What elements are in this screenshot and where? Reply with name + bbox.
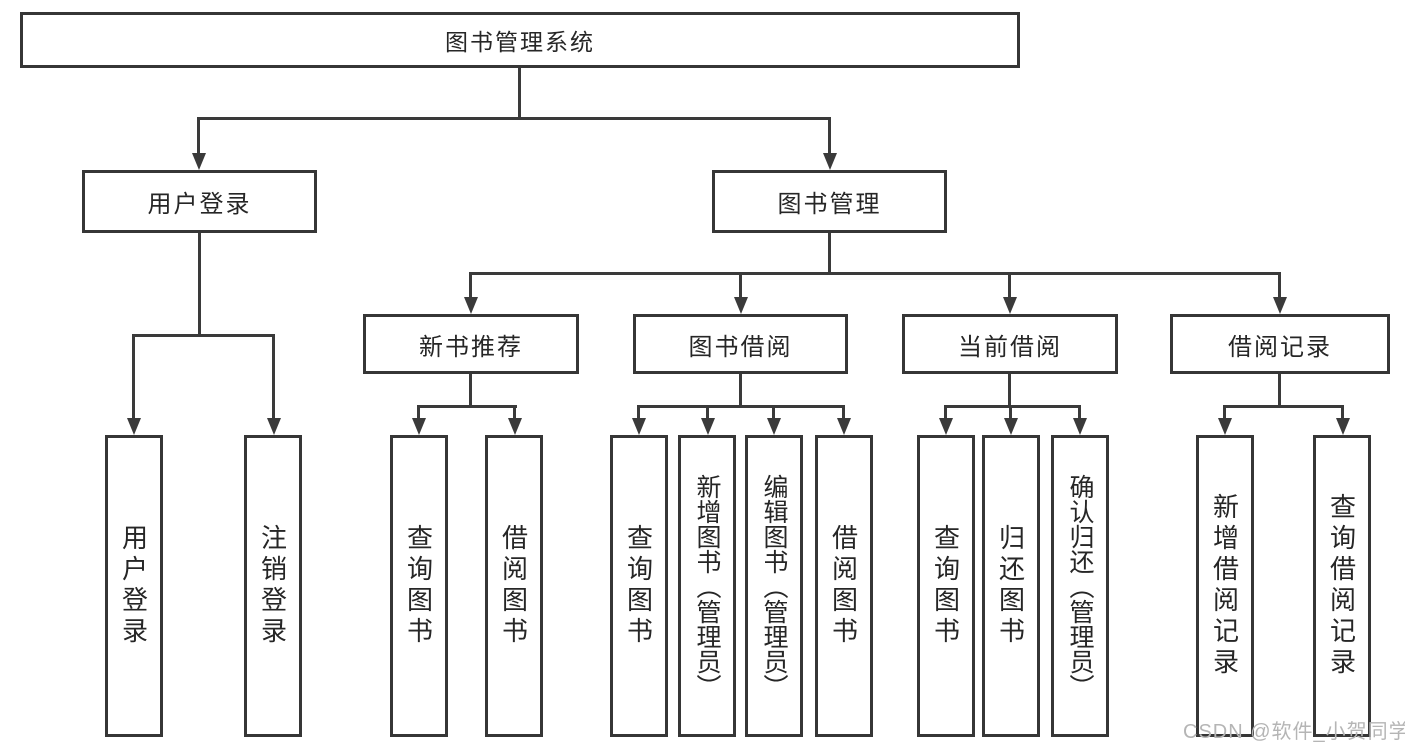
leaf-borrow-books-recommend: 借阅图书 (485, 435, 543, 737)
leaf-edit-books-admin-label: 编辑图书（管理员） (760, 473, 788, 699)
node-new-book-recommend-label: 新书推荐 (419, 333, 523, 361)
node-user-login-label: 用户登录 (147, 191, 252, 218)
arrowhead-icon (1218, 418, 1232, 435)
connector-line (132, 334, 135, 422)
connector-line (944, 405, 947, 422)
connector-line (1078, 405, 1081, 422)
leaf-query-borrow-record: 查询借阅记录 (1313, 435, 1371, 737)
connector-line (272, 334, 275, 422)
leaf-add-borrow-record: 新增借阅记录 (1196, 435, 1254, 737)
leaf-logout-label: 注销登录 (257, 524, 288, 648)
node-root-system: 图书管理系统 (20, 12, 1020, 68)
node-root-label: 图书管理系统 (445, 29, 595, 55)
connector-line (1223, 405, 1226, 422)
node-new-book-recommend: 新书推荐 (363, 314, 579, 374)
connector-line (706, 405, 709, 422)
connector-line (1341, 405, 1344, 422)
leaf-query-books-current-label: 查询图书 (930, 524, 961, 648)
arrowhead-icon (823, 153, 837, 170)
connector-line (842, 405, 845, 422)
arrowhead-icon (632, 418, 646, 435)
node-book-management-label: 图书管理 (777, 191, 882, 218)
leaf-confirm-return-admin: 确认归还（管理员） (1051, 435, 1109, 737)
arrowhead-icon (734, 297, 748, 314)
connector-line (1223, 405, 1343, 408)
connector-line (198, 233, 201, 336)
node-borrowing-records-label: 借阅记录 (1228, 333, 1332, 361)
connector-line (637, 405, 845, 408)
leaf-user-login-label: 用户登录 (118, 524, 149, 648)
connector-line (513, 405, 516, 422)
connector-line (828, 233, 831, 274)
connector-line (469, 272, 1281, 275)
node-book-borrowing: 图书借阅 (633, 314, 848, 374)
node-current-borrowing-label: 当前借阅 (958, 333, 1062, 361)
leaf-query-books-recommend-label: 查询图书 (403, 524, 434, 648)
arrowhead-icon (464, 297, 478, 314)
leaf-confirm-return-admin-label: 确认归还（管理员） (1066, 473, 1094, 699)
leaf-borrow-books-borrowing-label: 借阅图书 (828, 524, 859, 648)
leaf-query-borrow-record-label: 查询借阅记录 (1326, 493, 1357, 679)
leaf-return-books: 归还图书 (982, 435, 1040, 737)
leaf-logout: 注销登录 (244, 435, 302, 737)
connector-line (518, 68, 521, 118)
connector-line (1009, 405, 1012, 422)
leaf-query-books-recommend: 查询图书 (390, 435, 448, 737)
connector-line (637, 405, 640, 422)
node-borrowing-records: 借阅记录 (1170, 314, 1390, 374)
arrowhead-icon (1003, 297, 1017, 314)
csdn-watermark: CSDN @软件_小贺同学 (1183, 721, 1405, 743)
arrowhead-icon (701, 418, 715, 435)
leaf-user-login: 用户登录 (105, 435, 163, 737)
leaf-borrow-books-borrowing: 借阅图书 (815, 435, 873, 737)
connector-line (469, 272, 472, 300)
connector-line (1008, 374, 1011, 407)
connector-line (1278, 272, 1281, 300)
leaf-query-books-borrowing: 查询图书 (610, 435, 668, 737)
connector-line (197, 117, 831, 120)
connector-line (132, 334, 275, 337)
arrowhead-icon (412, 418, 426, 435)
leaf-edit-books-admin: 编辑图书（管理员） (745, 435, 803, 737)
arrowhead-icon (192, 153, 206, 170)
arrowhead-icon (508, 418, 522, 435)
node-book-management: 图书管理 (712, 170, 947, 233)
leaf-query-books-current: 查询图书 (917, 435, 975, 737)
arrowhead-icon (1273, 297, 1287, 314)
node-current-borrowing: 当前借阅 (902, 314, 1118, 374)
connector-line (1278, 374, 1281, 407)
connector-line (772, 405, 775, 422)
connector-line (739, 272, 742, 300)
arrowhead-icon (767, 418, 781, 435)
leaf-add-borrow-record-label: 新增借阅记录 (1209, 493, 1240, 679)
connector-line (469, 374, 472, 407)
arrowhead-icon (837, 418, 851, 435)
connector-line (1008, 272, 1011, 300)
node-user-login: 用户登录 (82, 170, 317, 233)
arrowhead-icon (127, 418, 141, 435)
connector-line (828, 117, 831, 159)
node-book-borrowing-label: 图书借阅 (688, 333, 793, 361)
connector-line (739, 374, 742, 407)
leaf-add-books-admin-label: 新增图书（管理员） (693, 473, 721, 699)
arrowhead-icon (939, 418, 953, 435)
connector-line (417, 405, 517, 408)
leaf-borrow-books-recommend-label: 借阅图书 (498, 524, 529, 648)
arrowhead-icon (1073, 418, 1087, 435)
arrowhead-icon (1004, 418, 1018, 435)
connector-line (944, 405, 1081, 408)
leaf-query-books-borrowing-label: 查询图书 (623, 524, 654, 648)
arrowhead-icon (1336, 418, 1350, 435)
arrowhead-icon (267, 418, 281, 435)
connector-line (417, 405, 420, 422)
leaf-add-books-admin: 新增图书（管理员） (678, 435, 736, 737)
connector-line (197, 117, 200, 159)
leaf-return-books-label: 归还图书 (995, 524, 1026, 648)
